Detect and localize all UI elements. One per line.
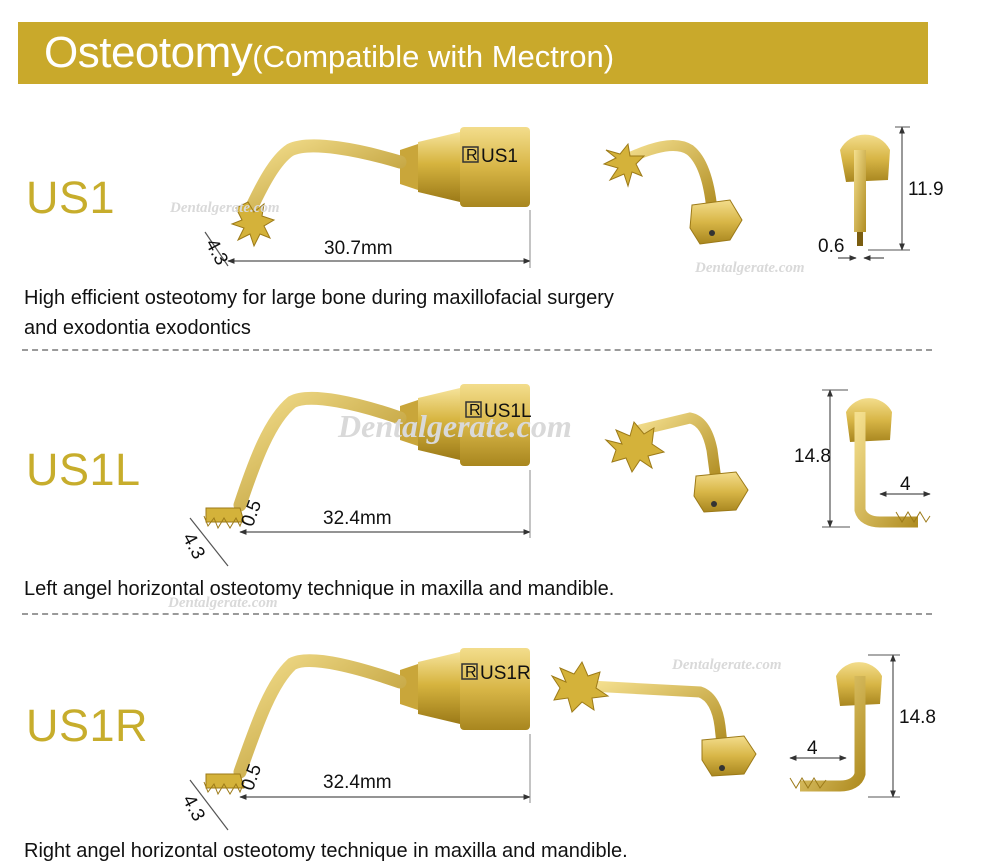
watermark: Dentalgerate.com bbox=[694, 260, 805, 276]
description-line: Right angel horizontal osteotomy techniq… bbox=[24, 840, 628, 862]
brand-mark: R bbox=[469, 402, 481, 419]
brand-mark: R bbox=[465, 664, 477, 681]
model-label: US1 bbox=[26, 172, 116, 223]
tip-engraving: US1R bbox=[480, 663, 531, 684]
description: High efficient osteotomy for large bone … bbox=[24, 283, 614, 343]
tip-engraving: US1 bbox=[481, 146, 518, 167]
brand-logo-box bbox=[461, 663, 478, 680]
side-width-label: 4 bbox=[900, 474, 911, 495]
side-height-label: 11.9 bbox=[908, 179, 944, 200]
length-label: 32.4mm bbox=[323, 772, 392, 793]
model-label: US1L bbox=[26, 444, 141, 495]
description: Left angel horizontal osteotomy techniqu… bbox=[24, 574, 614, 604]
length-label: 32.4mm bbox=[323, 508, 392, 529]
section-divider bbox=[22, 349, 932, 351]
us1r-angled-view-image bbox=[550, 660, 757, 777]
us1r-side-view-image bbox=[789, 662, 882, 792]
us1l-diagram: R US1L 32.4mm 4.3 0.5 14.8 4 Dentalgerat… bbox=[167, 384, 931, 611]
model-label: US1R bbox=[26, 700, 149, 751]
brand-mark: R bbox=[466, 147, 478, 164]
tip-width-line bbox=[189, 779, 229, 831]
us1-angled-view-image bbox=[602, 139, 743, 245]
us1l-side-view-image bbox=[846, 398, 931, 528]
side-height-label: 14.8 bbox=[899, 707, 936, 728]
tip-width-line bbox=[204, 231, 229, 267]
banner-title-main: Osteotomy bbox=[44, 28, 253, 77]
watermark: Dentalgerate.com bbox=[169, 200, 280, 216]
us1-diagram: R US1 30.7mm 4.3 11.9 0.6 Dentalgerate.c… bbox=[169, 126, 944, 276]
us1-side-view-image bbox=[840, 134, 890, 246]
us1l-angled-view-image bbox=[604, 412, 749, 513]
banner-title-sub: (Compatible with Mectron) bbox=[252, 39, 615, 74]
length-label: 30.7mm bbox=[324, 238, 393, 259]
tip-engraving: US1L bbox=[484, 401, 532, 422]
us1l-main-tip-image bbox=[203, 384, 530, 530]
section-us1: US1 R US1 30.7mm 4.3 bbox=[0, 0, 1000, 350]
description: Right angel horizontal osteotomy techniq… bbox=[24, 836, 628, 866]
side-thickness-label: 0.6 bbox=[818, 236, 844, 257]
tip-width-line bbox=[189, 517, 229, 567]
section-divider bbox=[22, 613, 932, 615]
tip-width-label: 4.3 bbox=[178, 792, 209, 825]
watermark: Dentalgerate.com bbox=[671, 657, 782, 673]
brand-logo-box bbox=[462, 146, 479, 163]
banner-title: Osteotomy(Compatible with Mectron) bbox=[44, 28, 614, 78]
title-banner: Osteotomy(Compatible with Mectron) bbox=[18, 22, 928, 84]
section-us1l: US1L R US1L 32.4mm 4.3 0.5 bbox=[24, 384, 931, 611]
side-height-label: 14.8 bbox=[794, 446, 831, 467]
side-width-label: 4 bbox=[807, 738, 818, 759]
watermark: Dentalgerate.com bbox=[337, 408, 572, 444]
brand-logo-box bbox=[465, 401, 482, 418]
watermark: Dentalgerate.com bbox=[167, 595, 278, 611]
description-line: and exodontia exodontics bbox=[24, 317, 251, 339]
description-line: High efficient osteotomy for large bone … bbox=[24, 287, 614, 309]
description-line: Left angel horizontal osteotomy techniqu… bbox=[24, 578, 615, 600]
